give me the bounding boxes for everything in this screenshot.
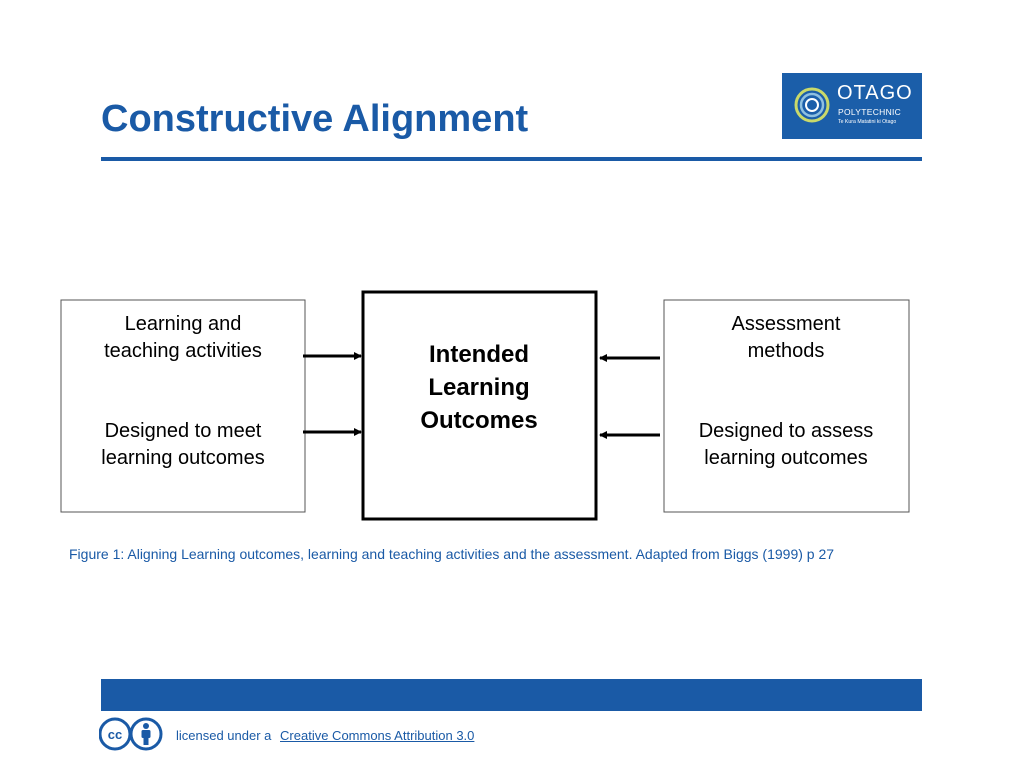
left-box-line-1: Learning and xyxy=(125,313,242,335)
learning-activities-box: Learning and teaching activities Designe… xyxy=(60,299,306,513)
right-box-line-3: Designed to assess xyxy=(699,420,874,442)
svg-text:cc: cc xyxy=(108,727,122,742)
title-divider xyxy=(101,157,922,161)
logo-subtitle: POLYTECHNIC xyxy=(838,107,902,117)
left-box-line-4: learning outcomes xyxy=(101,447,264,469)
figure-caption: Figure 1: Aligning Learning outcomes, le… xyxy=(69,546,835,562)
left-box-line-3: Designed to meet xyxy=(105,420,262,442)
creative-commons-badge: cc xyxy=(99,717,163,751)
slide-title: Constructive Alignment xyxy=(101,98,529,140)
left-box-line-2: teaching activities xyxy=(104,340,262,362)
license-prefix: licensed under a xyxy=(176,728,272,743)
otago-polytechnic-logo: OTAGO POLYTECHNIC Te Kura Matatini ki Ot… xyxy=(782,73,922,139)
right-box-line-2: methods xyxy=(748,340,825,362)
attribution-person-icon xyxy=(129,717,163,751)
cc-icon: cc xyxy=(99,717,132,751)
assessment-methods-box: Assessment methods Designed to assess le… xyxy=(663,299,910,513)
center-box-line-3: Outcomes xyxy=(420,407,537,434)
logo-tagline: Te Kura Matatini ki Otago xyxy=(838,119,897,125)
center-box-line-1: Intended xyxy=(429,341,529,368)
center-box-line-2: Learning xyxy=(428,374,529,401)
right-box-line-1: Assessment xyxy=(732,313,841,335)
constructive-alignment-diagram: Learning and teaching activities Designe… xyxy=(60,290,910,521)
spiral-ring-logo-icon xyxy=(794,87,830,123)
logo-wordmark: OTAGO xyxy=(837,82,913,104)
footer-bar xyxy=(101,679,922,711)
creative-commons-link[interactable]: Creative Commons Attribution 3.0 xyxy=(280,728,475,743)
right-box-line-4: learning outcomes xyxy=(704,447,867,469)
license-notice: licensed under a Creative Commons Attrib… xyxy=(176,728,474,743)
intended-learning-outcomes-box: Intended Learning Outcomes xyxy=(361,290,598,521)
